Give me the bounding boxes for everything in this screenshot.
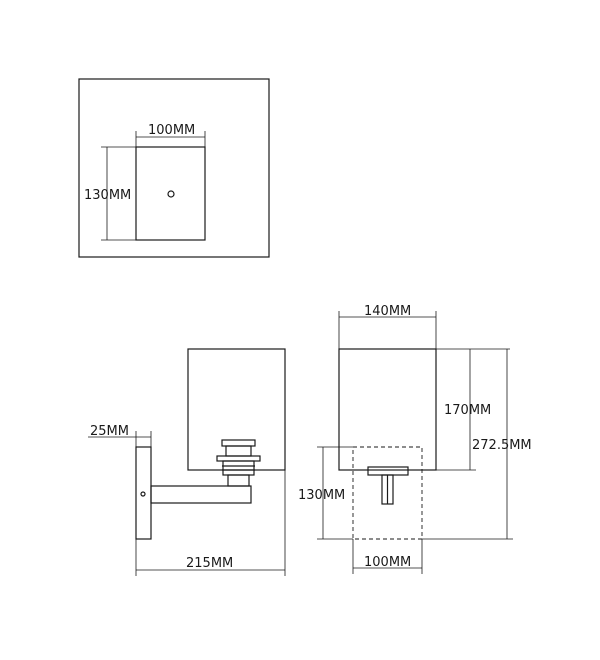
projection-label: 215MM bbox=[186, 556, 233, 571]
front-holder-cap bbox=[367, 466, 409, 476]
side-plate-screw bbox=[140, 491, 146, 497]
top-width-label: 100MM bbox=[148, 123, 195, 138]
front-view: 140MM 170MM 272.5MM 130MM 100MM bbox=[298, 304, 532, 574]
back-height-label: 130MM bbox=[298, 488, 345, 503]
total-height-label: 272.5MM bbox=[472, 438, 532, 453]
side-view: 25MM 215MM bbox=[88, 348, 286, 576]
back-width-label: 100MM bbox=[364, 555, 411, 570]
mounting-hole bbox=[167, 190, 175, 198]
top-view-frame bbox=[78, 78, 270, 258]
mounting-plate bbox=[135, 146, 206, 241]
front-shade bbox=[338, 348, 437, 471]
arm-offset-label: 25MM bbox=[90, 424, 129, 439]
shade-height-label: 170MM bbox=[444, 403, 491, 418]
top-view: 100MM 130MM bbox=[78, 78, 270, 258]
side-bulb-holder bbox=[216, 439, 261, 487]
side-arm bbox=[150, 485, 252, 504]
shade-width-label: 140MM bbox=[364, 304, 411, 319]
front-back-plate bbox=[352, 446, 423, 540]
side-wall-plate bbox=[135, 446, 152, 540]
side-shade bbox=[187, 348, 286, 471]
top-height-label: 130MM bbox=[84, 188, 131, 203]
